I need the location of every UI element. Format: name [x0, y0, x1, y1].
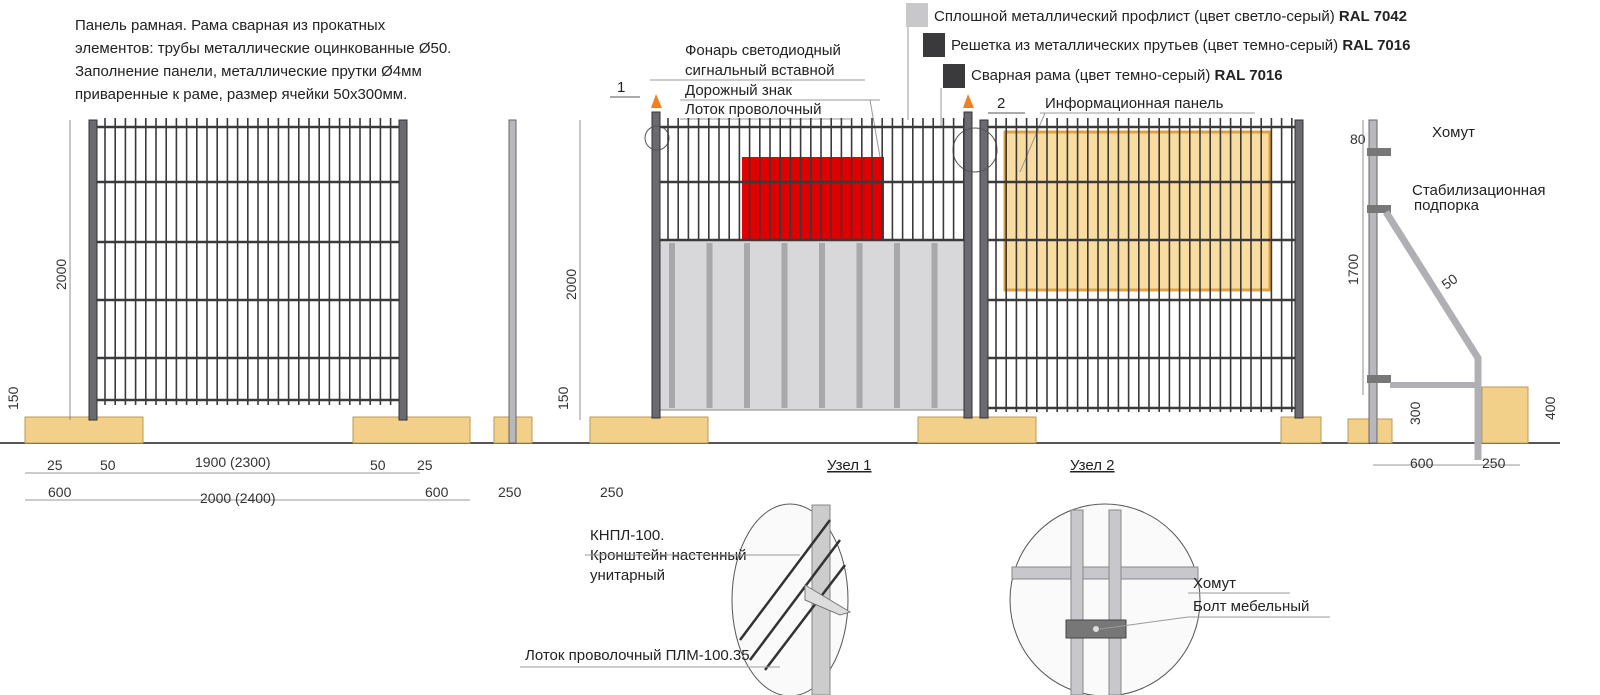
- frame-post: [398, 119, 408, 421]
- clamp: [1367, 148, 1391, 156]
- description-line: Панель рамная. Рама сварная из прокатных: [75, 17, 386, 34]
- frame-post: [979, 119, 989, 419]
- frame-post: [88, 119, 98, 421]
- description-line: Заполнение панели, металлические прутки …: [75, 63, 422, 80]
- node-2-marker: [952, 127, 998, 173]
- side-post: [1368, 119, 1378, 444]
- road-sign: [742, 157, 884, 241]
- signal-lamp-icon: [963, 94, 974, 108]
- dim-label: 250: [498, 484, 522, 500]
- legend-swatch-light-gray: [906, 3, 928, 27]
- dim-label: 80: [1350, 131, 1366, 147]
- dim-label: 600: [1410, 455, 1434, 471]
- concrete-foot-stack: [1481, 386, 1529, 444]
- dim-label: 1700: [1345, 254, 1361, 285]
- dim-label: 250: [1482, 455, 1506, 471]
- callout-label: Стабилизационная: [1412, 182, 1546, 199]
- frame-panel-front-view: [24, 119, 471, 444]
- callout-label: Лоток проволочный: [685, 101, 821, 118]
- concrete-foot: [1280, 416, 1322, 444]
- callout-label: Фонарь светодиодный: [685, 42, 841, 59]
- detail-node-2: Узел 2 Хомут Болт мебельный: [1009, 457, 1330, 695]
- left-dimensions: 2000 150 25 50 1900 (2300) 50 25 600 200…: [5, 120, 581, 506]
- concrete-foot: [24, 416, 144, 444]
- description-line: элементов: трубы металлические оцинкован…: [75, 40, 451, 57]
- callout-label: подпорка: [1414, 197, 1480, 214]
- detail-title: Узел 1: [827, 457, 872, 474]
- dim-label: 2000 (2400): [200, 490, 276, 506]
- dim-label: 50: [370, 457, 386, 473]
- clamp: [1367, 205, 1391, 213]
- info-panel: [1003, 130, 1272, 292]
- clamp: [1367, 375, 1391, 383]
- dim-label: 250: [600, 484, 624, 500]
- dim-label: 2000: [53, 259, 69, 290]
- detail-node-1: Узел 1 КНПЛ-100. Кронштейн настенный уни…: [520, 457, 872, 695]
- callout-label: Хомут: [1432, 124, 1475, 141]
- concrete-foot: [589, 416, 709, 444]
- legend-swatch-dark-gray: [923, 33, 945, 57]
- detail-circle: [1009, 503, 1201, 695]
- callout-label: сигнальный вставной: [685, 62, 834, 79]
- concrete-foot: [352, 416, 471, 444]
- dim-label: 1900 (2300): [195, 454, 271, 470]
- description-line: приваренные к раме, размер ячейки 50х300…: [75, 86, 407, 103]
- node-1-marker: [644, 125, 670, 151]
- dim-label: 300: [1407, 401, 1423, 425]
- assembled-fence: [589, 94, 1322, 444]
- dim-label: 600: [48, 484, 72, 500]
- signal-lamp-icon: [651, 94, 662, 108]
- node-number: 2: [997, 95, 1005, 112]
- dim-label: 25: [47, 457, 63, 473]
- callout-label: Хомут: [1193, 575, 1236, 592]
- frame-panel-side-view: [493, 119, 533, 444]
- callout-label: унитарный: [590, 567, 665, 584]
- node-number: 1: [617, 79, 625, 96]
- panel-description: Панель рамная. Рама сварная из прокатных…: [75, 17, 451, 103]
- concrete-foot: [917, 416, 1037, 444]
- callout-label: Лоток проволочный ПЛМ-100.35: [525, 647, 750, 664]
- dim-label: 2000: [563, 269, 579, 300]
- legend-label: Сварная рама (цвет темно-серый) RAL 7016: [971, 67, 1283, 84]
- legend-label: Решетка из металлических прутьев (цвет т…: [951, 37, 1410, 54]
- dim-label: 50: [100, 457, 116, 473]
- dim-label: 150: [5, 386, 21, 410]
- stabilizer-side-view: 80 Хомут Стабилизационная подпорка 1700 …: [600, 119, 1558, 500]
- legend-swatch-dark-gray: [943, 64, 965, 88]
- callout-label: КНПЛ-100.: [590, 527, 664, 544]
- side-post: [508, 119, 517, 444]
- callout-label: Информационная панель: [1045, 95, 1224, 112]
- dim-label: 150: [555, 386, 571, 410]
- main-callouts: Фонарь светодиодный сигнальный вставной …: [610, 42, 1255, 173]
- dim-label: 600: [425, 484, 449, 500]
- frame-post: [1294, 119, 1304, 419]
- dim-label: 400: [1542, 396, 1558, 420]
- stabilizer-brace: [1383, 210, 1482, 460]
- detail-title: Узел 2: [1070, 457, 1115, 474]
- profiled-sheet: [659, 239, 966, 411]
- callout-label: Болт мебельный: [1193, 598, 1309, 615]
- callout-label: Дорожный знак: [685, 82, 792, 99]
- legend-label: Сплошной металлический профлист (цвет св…: [934, 8, 1407, 25]
- frame-post: [963, 111, 973, 419]
- legend: Сплошной металлический профлист (цвет св…: [906, 3, 1410, 126]
- frame-post: [651, 111, 661, 419]
- dim-label: 25: [417, 457, 433, 473]
- dim-label: 50: [1439, 270, 1461, 292]
- detail-circle: [731, 503, 849, 695]
